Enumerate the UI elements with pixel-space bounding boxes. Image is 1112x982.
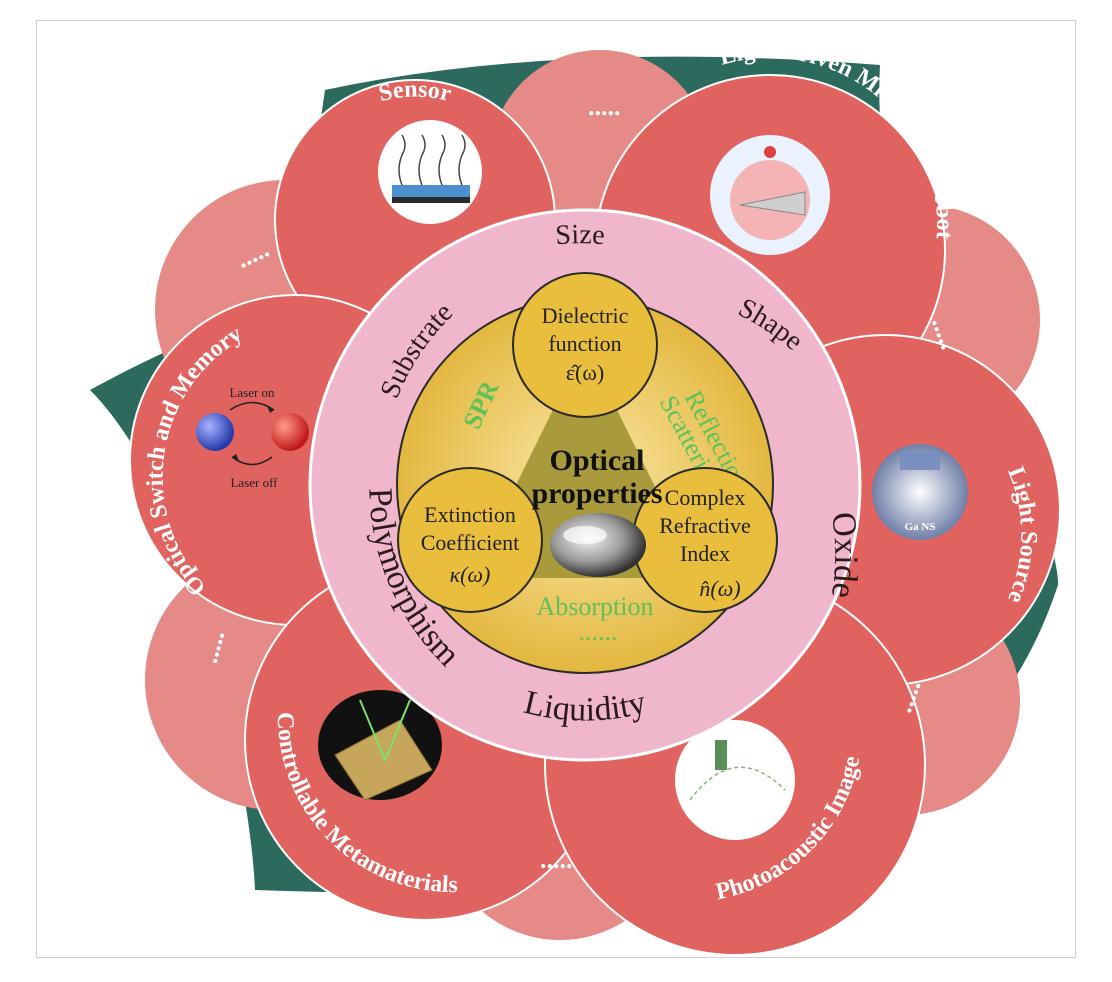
center-title-line1: Optical bbox=[550, 444, 645, 477]
phenomenon-more: ...... bbox=[579, 617, 618, 646]
gallium-droplet bbox=[550, 513, 646, 577]
title-sensor: Sensor bbox=[376, 77, 454, 108]
svg-text:n̂(ω): n̂(ω) bbox=[699, 576, 740, 601]
svg-text:Dielectric: Dielectric bbox=[542, 303, 629, 328]
red-ball bbox=[271, 413, 309, 451]
parameter-refractive: Complex Refractive Index n̂(ω) bbox=[632, 467, 778, 613]
svg-text:Complex: Complex bbox=[665, 485, 746, 510]
svg-text:Refractive: Refractive bbox=[659, 513, 751, 538]
robot-inset bbox=[710, 135, 830, 255]
parameter-extinction: Extinction Coefficient κ(ω) bbox=[397, 467, 543, 613]
light-source-caption: Ga NS bbox=[905, 521, 936, 533]
laser-on-label: Laser on bbox=[229, 385, 275, 400]
svg-text:κ(ω): κ(ω) bbox=[450, 562, 491, 587]
svg-text:function: function bbox=[548, 331, 621, 356]
center-node: Optical properties bbox=[531, 444, 663, 577]
sensor-inset bbox=[378, 120, 482, 224]
svg-text:Extinction: Extinction bbox=[424, 502, 516, 527]
phenomenon-absorption: Absorption bbox=[537, 592, 654, 621]
more-marker-top: ..... bbox=[588, 92, 621, 121]
blue-ball bbox=[196, 413, 234, 451]
svg-text:ε̂(ω): ε̂(ω) bbox=[566, 360, 604, 385]
metamaterials-inset bbox=[318, 690, 442, 801]
parameter-dielectric: Dielectric function ε̂(ω) bbox=[512, 272, 658, 418]
more-marker-bottom: ..... bbox=[540, 845, 573, 874]
factor-size: Size bbox=[554, 219, 605, 251]
switch-inset: Laser on Laser off bbox=[196, 385, 309, 490]
svg-text:Coefficient: Coefficient bbox=[421, 530, 520, 555]
laser-off-label: Laser off bbox=[230, 475, 278, 490]
photoacoustic-inset bbox=[675, 720, 795, 840]
center-title-line2: properties bbox=[531, 477, 662, 510]
light-source-inset: Ga NS bbox=[872, 444, 968, 540]
svg-text:Index: Index bbox=[680, 541, 730, 566]
